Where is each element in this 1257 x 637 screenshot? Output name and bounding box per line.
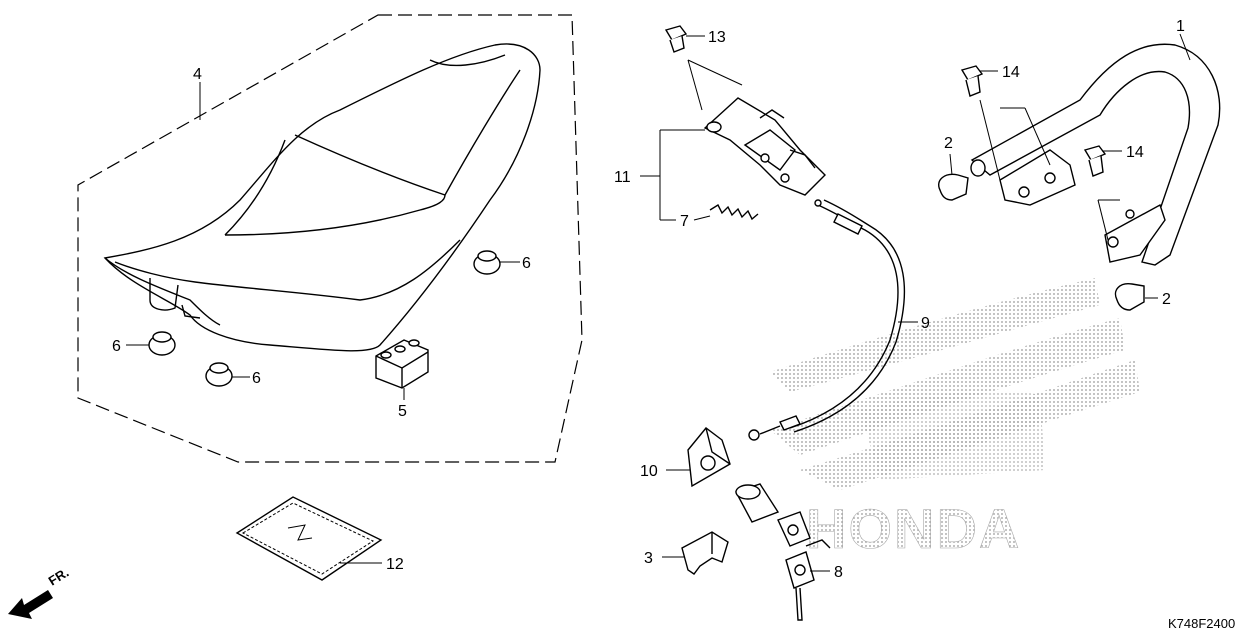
part-label-14a: 14 xyxy=(1002,64,1020,81)
grab-rail xyxy=(970,43,1221,266)
part-label-5: 5 xyxy=(398,403,407,420)
diagram-code: K748F2400 xyxy=(1168,616,1235,631)
watermark-text: HONDA xyxy=(806,497,1021,560)
part-label-1: 1 xyxy=(1176,18,1185,35)
seat-rubber-c xyxy=(205,362,233,387)
part-label-6c: 6 xyxy=(252,370,261,387)
seat-rubber-a xyxy=(473,250,501,275)
lock-clip xyxy=(681,531,729,575)
front-direction-indicator: FR. xyxy=(8,565,71,619)
part-label-9: 9 xyxy=(921,315,930,332)
front-direction-label: FR. xyxy=(46,565,72,589)
rail-end-cap-a xyxy=(938,173,969,201)
part-label-14b: 14 xyxy=(1126,144,1144,161)
seat-rubber-b xyxy=(148,331,176,356)
bolt-14-lower xyxy=(1083,145,1107,177)
seat-part xyxy=(103,43,541,352)
part-label-8: 8 xyxy=(834,564,843,581)
front-arrow-icon xyxy=(8,590,53,619)
part-label-11: 11 xyxy=(614,169,631,186)
honda-wing-watermark: HONDA xyxy=(770,278,1140,560)
part-label-4: 4 xyxy=(193,66,202,83)
part-label-7: 7 xyxy=(680,213,689,230)
rail-end-cap-b xyxy=(1114,283,1145,311)
part-label-6a: 6 xyxy=(522,255,531,272)
seat-group-box xyxy=(77,14,583,463)
leader-lines xyxy=(126,33,1191,572)
part-label-2b: 2 xyxy=(1162,291,1171,308)
owners-manual-bag xyxy=(235,496,383,581)
seat-latch-assembly xyxy=(703,97,826,196)
part-label-2a: 2 xyxy=(944,135,953,152)
cable-holder-plate xyxy=(687,427,731,488)
bolt-14-upper xyxy=(960,65,984,97)
seat-stopper-block xyxy=(375,339,429,389)
part-label-13: 13 xyxy=(708,29,726,46)
part-label-12: 12 xyxy=(386,556,404,573)
bolt-13 xyxy=(664,25,688,53)
seat-lock-cable xyxy=(748,199,906,441)
seat-lock-and-keys xyxy=(734,483,831,621)
latch-spring xyxy=(709,203,759,221)
part-label-10: 10 xyxy=(640,463,658,480)
part-label-3: 3 xyxy=(644,550,653,567)
part-label-6b: 6 xyxy=(112,338,121,355)
part-number-labels: 1 2 2 3 4 5 6 6 6 7 8 9 10 11 12 13 14 1… xyxy=(112,18,1185,581)
